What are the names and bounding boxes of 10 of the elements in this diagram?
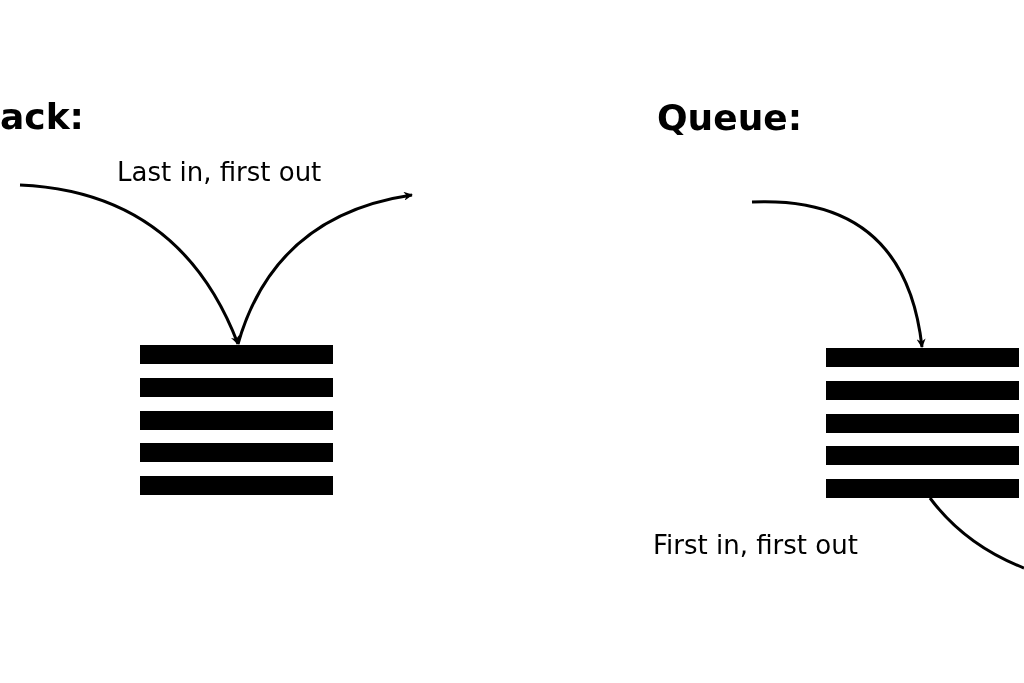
heading: ack: (0, 96, 84, 137)
heading: Queue: (657, 97, 803, 138)
caption-text: Last in, first out (117, 157, 322, 187)
curved-arrow (752, 200, 926, 348)
stack-drawing (140, 345, 333, 495)
queue-drawing (826, 348, 1019, 498)
curved-line (928, 497, 1024, 570)
curved-arrow (19, 183, 240, 345)
caption-text: First in, first out (653, 530, 858, 560)
curved-arrow (236, 192, 413, 345)
